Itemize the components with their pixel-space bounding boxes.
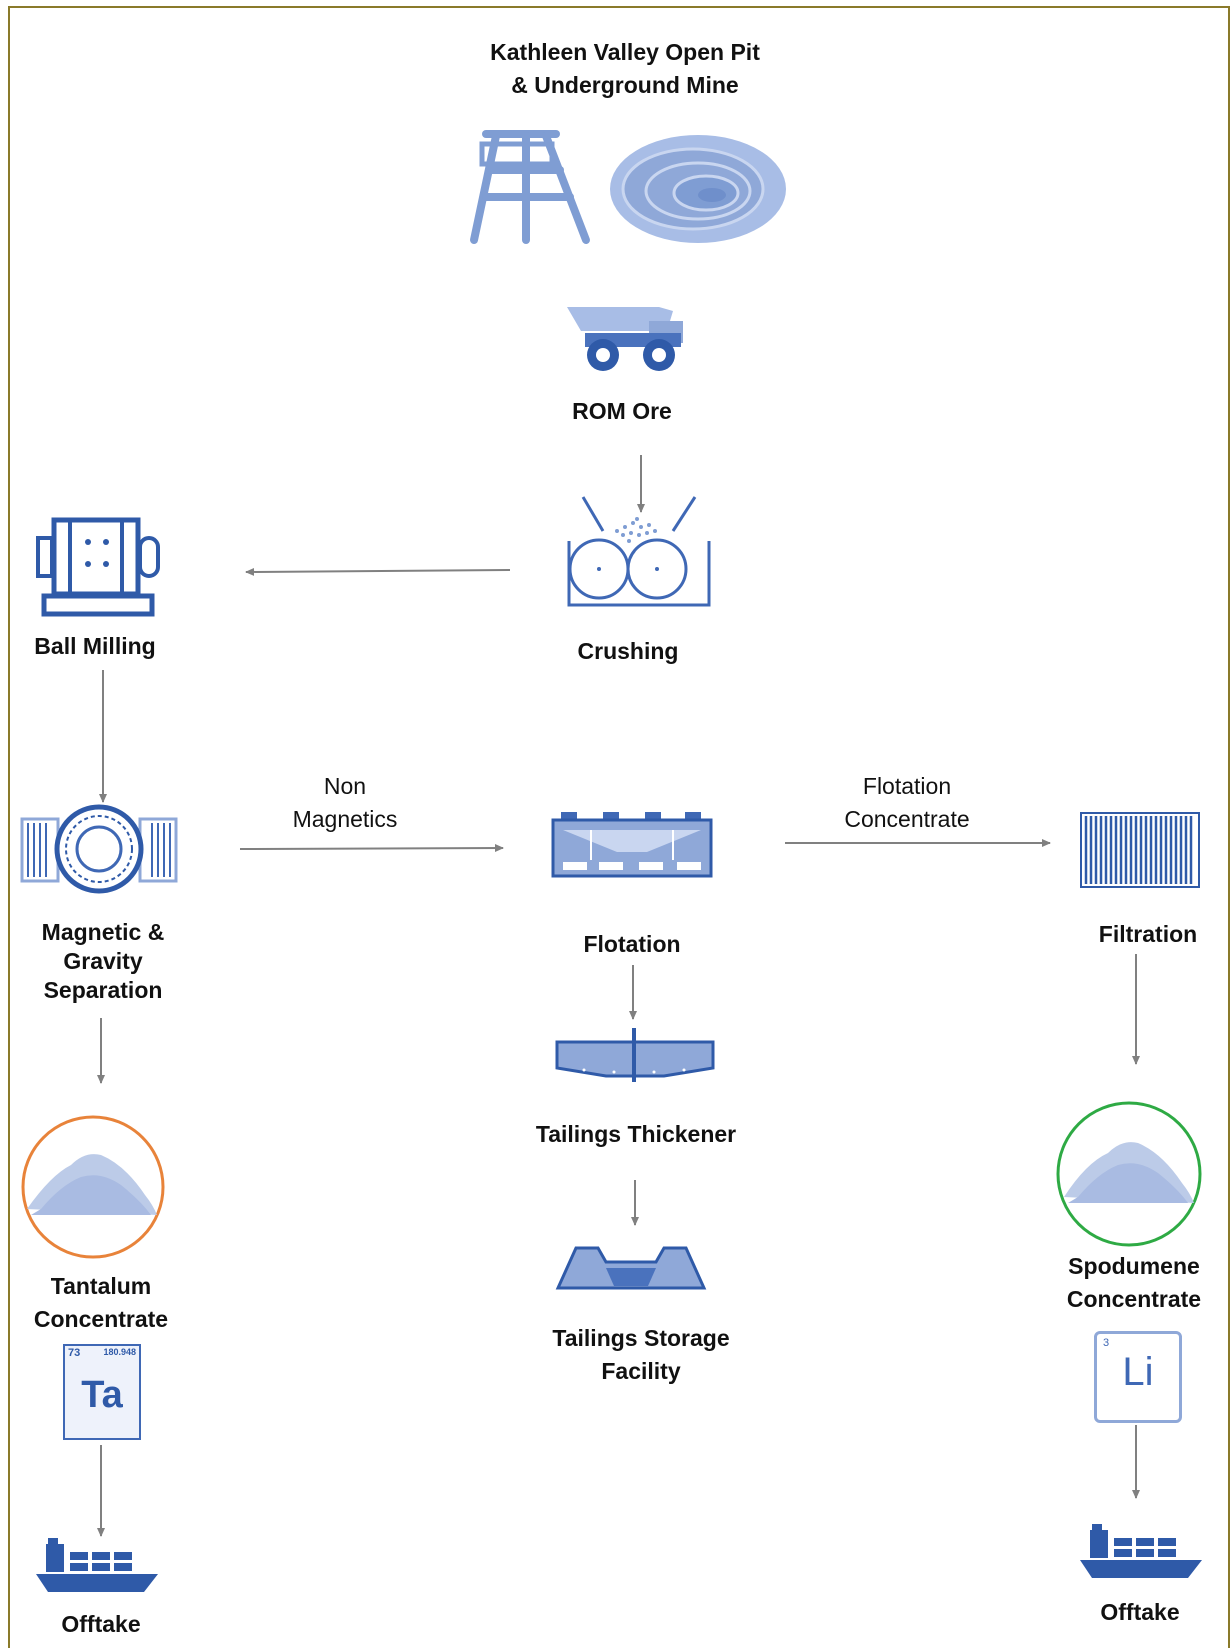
spodumene-concentrate-label: Spodumene Concentrate xyxy=(1067,1250,1201,1316)
magnetic-separator-icon xyxy=(20,804,178,894)
spodumene-label-line1: Spodumene xyxy=(1068,1253,1200,1279)
magnetic-label-line2: Gravity xyxy=(63,948,143,974)
tantalum-element-tile: 73 180.948 Ta xyxy=(63,1344,141,1440)
li-symbol: Li xyxy=(1122,1350,1154,1394)
filter-press-icon xyxy=(1080,812,1200,888)
tsf-label-line2: Facility xyxy=(601,1358,681,1384)
crushing-label: Crushing xyxy=(577,638,679,664)
arrow-magnetic-to-flotation xyxy=(239,844,504,853)
crusher-icon xyxy=(567,496,711,607)
haul-truck-icon xyxy=(567,307,683,371)
tailings-dam-icon xyxy=(555,1246,707,1290)
ball-mill-icon xyxy=(36,517,160,617)
magnetic-label-line1: Magnetic & xyxy=(41,919,165,945)
mine-label-line2: & Underground Mine xyxy=(511,72,739,98)
tailings-storage-label: Tailings Storage Facility xyxy=(552,1322,729,1388)
arrow-crushing-to-ballmill xyxy=(245,567,511,576)
tailings-thickener-label: Tailings Thickener xyxy=(535,1121,737,1147)
ta-atomic-number: 73 xyxy=(68,1347,81,1359)
concentrate-pile-icon xyxy=(21,1115,165,1259)
spodumene-label-line2: Concentrate xyxy=(1066,1286,1202,1312)
mine-label: Kathleen Valley Open Pit & Underground M… xyxy=(490,36,760,102)
non-magnetics-line2: Magnetics xyxy=(292,806,398,832)
li-atomic-number: 3 xyxy=(1103,1337,1110,1349)
cargo-ship-icon xyxy=(36,1538,158,1592)
diagram-frame xyxy=(8,6,1230,1648)
rom-ore-label: ROM Ore xyxy=(572,398,672,424)
flotation-cell-icon xyxy=(551,812,713,878)
concentrate-pile-icon xyxy=(1056,1101,1202,1247)
flotation-concentrate-line2: Concentrate xyxy=(844,806,970,832)
flotation-label: Flotation xyxy=(583,931,681,957)
ta-atomic-mass: 180.948 xyxy=(103,1347,136,1357)
mine-label-line1: Kathleen Valley Open Pit xyxy=(490,39,760,65)
tantalum-label-line1: Tantalum xyxy=(50,1273,152,1299)
cargo-ship-icon xyxy=(1080,1524,1202,1578)
lithium-element-tile: 3 Li xyxy=(1094,1331,1182,1423)
tantalum-label-line2: Concentrate xyxy=(33,1306,169,1332)
ta-symbol: Ta xyxy=(81,1374,123,1416)
tantalum-concentrate-label: Tantalum Concentrate xyxy=(34,1270,168,1336)
open-pit-icon xyxy=(610,135,786,243)
tsf-label-line1: Tailings Storage xyxy=(552,1325,730,1351)
filtration-label: Filtration xyxy=(1098,921,1198,947)
ball-milling-label: Ball Milling xyxy=(34,633,156,659)
thickener-icon xyxy=(555,1028,715,1082)
non-magnetics-line1: Non xyxy=(323,773,367,799)
offtake-right-label: Offtake xyxy=(1100,1599,1180,1625)
non-magnetics-label: Non Magnetics xyxy=(293,770,398,836)
flotation-concentrate-line1: Flotation xyxy=(862,773,952,799)
offtake-left-label: Offtake xyxy=(61,1611,141,1637)
magnetic-label-line3: Separation xyxy=(43,977,163,1003)
headframe-icon xyxy=(470,130,590,244)
flotation-concentrate-label: Flotation Concentrate xyxy=(844,770,969,836)
magnetic-separation-label: Magnetic & Gravity Separation xyxy=(42,918,165,1005)
